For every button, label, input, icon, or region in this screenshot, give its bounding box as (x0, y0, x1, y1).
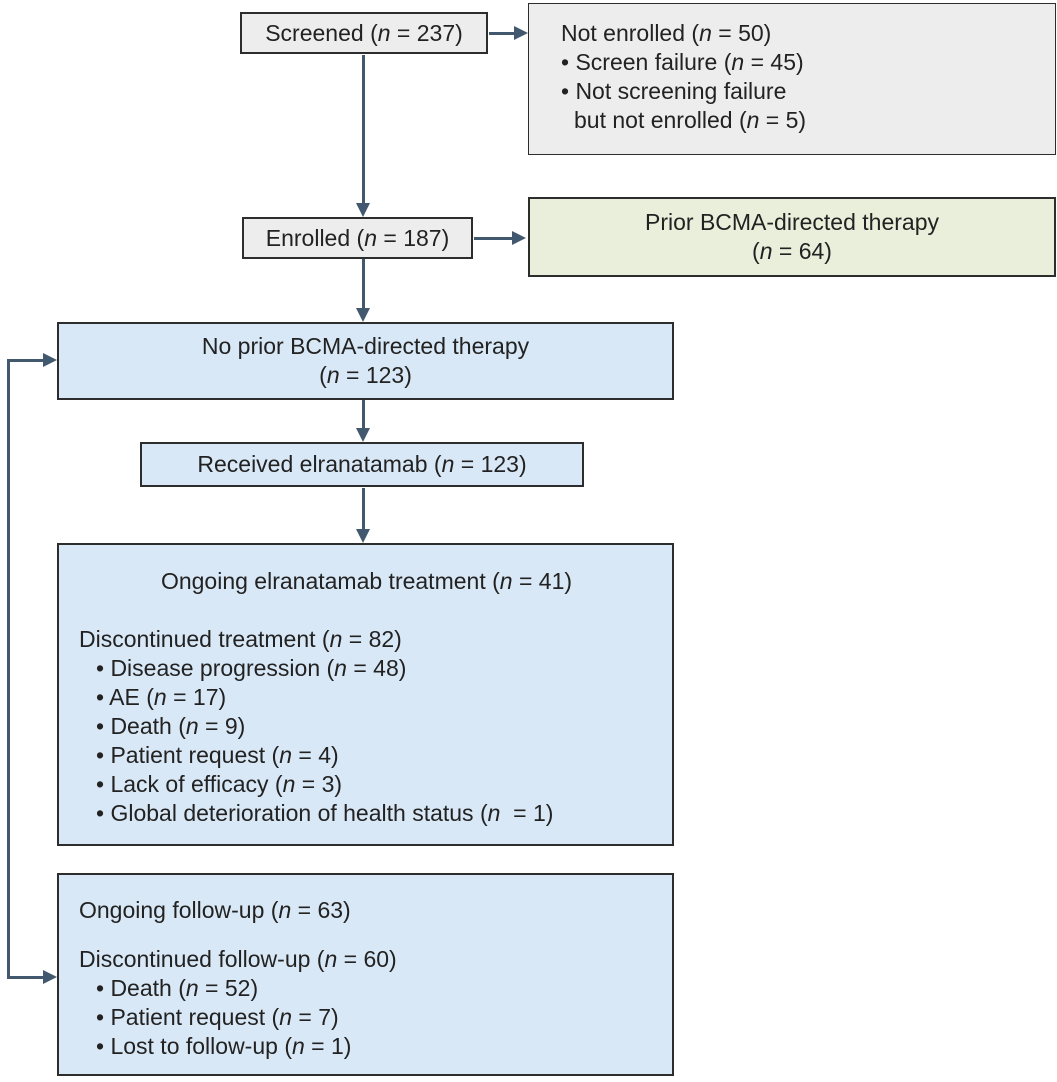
received-elranatamab-box: Received elranatamab (n = 123) (140, 442, 584, 487)
arrowhead-down-icon (356, 529, 370, 543)
prior-bcma-box: Prior BCMA-directed therapy (n = 64) (528, 197, 1056, 277)
connector-bottom-line (7, 976, 45, 979)
arrow-line (362, 55, 365, 204)
received-elranatamab-label: Received elranatamab (n = 123) (197, 451, 527, 477)
treatment-ongoing-line: Ongoing elranatamab treatment (n = 41) (160, 568, 573, 594)
arrowhead-right-icon (43, 970, 57, 984)
not-enrolled-bullet-screen-failure: • Screen failure (n = 45) (561, 49, 804, 75)
treatment-bullet-death: • Death (n = 9) (96, 713, 246, 739)
no-prior-bcma-line1: No prior BCMA-directed therapy (201, 333, 530, 359)
arrow-line (489, 32, 515, 35)
treatment-box: Ongoing elranatamab treatment (n = 41) D… (57, 543, 674, 846)
follow-up-ongoing-line: Ongoing follow-up (n = 63) (79, 897, 351, 923)
treatment-bullet-ae: • AE (n = 17) (96, 684, 227, 710)
arrow-line (474, 237, 513, 240)
follow-up-bullet-lost: • Lost to follow-up (n = 1) (96, 1033, 352, 1059)
treatment-bullet-disease-progression: • Disease progression (n = 48) (96, 655, 407, 681)
no-prior-bcma-box: No prior BCMA-directed therapy (n = 123) (57, 322, 674, 400)
arrowhead-down-icon (356, 428, 370, 442)
arrowhead-right-icon (514, 26, 528, 40)
prior-bcma-line2: (n = 64) (752, 238, 832, 264)
not-enrolled-box: Not enrolled (n = 50) • Screen failure (… (528, 3, 1056, 155)
not-enrolled-bullet-continuation: but not enrolled (n = 5) (574, 107, 807, 133)
screened-box: Screened (n = 237) (240, 12, 488, 54)
treatment-bullet-lack-of-efficacy: • Lack of efficacy (n = 3) (96, 771, 343, 797)
not-enrolled-bullet-not-screening-failure: • Not screening failure (561, 78, 787, 104)
connector-top-line (7, 359, 45, 362)
follow-up-bullet-death: • Death (n = 52) (96, 975, 259, 1001)
arrow-line (362, 400, 365, 429)
arrowhead-down-icon (356, 203, 370, 217)
follow-up-box: Ongoing follow-up (n = 63) Discontinued … (57, 873, 674, 1076)
arrowhead-right-icon (512, 231, 526, 245)
prior-bcma-line1: Prior BCMA-directed therapy (645, 209, 939, 235)
enrolled-label: Enrolled (n = 187) (265, 224, 450, 251)
connector-vertical-line (7, 359, 10, 978)
treatment-bullet-global-deterioration: • Global deterioration of health status … (96, 800, 554, 826)
arrow-line (362, 259, 365, 309)
not-enrolled-title: Not enrolled (n = 50) (561, 20, 772, 46)
arrow-line (362, 488, 365, 530)
treatment-bullet-patient-request: • Patient request (n = 4) (96, 742, 339, 768)
arrowhead-down-icon (356, 308, 370, 322)
no-prior-bcma-line2: (n = 123) (319, 362, 412, 388)
arrowhead-right-icon (43, 353, 57, 367)
treatment-discontinued-line: Discontinued treatment (n = 82) (79, 626, 402, 652)
follow-up-discontinued-line: Discontinued follow-up (n = 60) (79, 946, 397, 972)
follow-up-bullet-patient-request: • Patient request (n = 7) (96, 1004, 339, 1030)
screened-label: Screened (n = 237) (265, 19, 463, 46)
enrolled-box: Enrolled (n = 187) (242, 217, 473, 259)
